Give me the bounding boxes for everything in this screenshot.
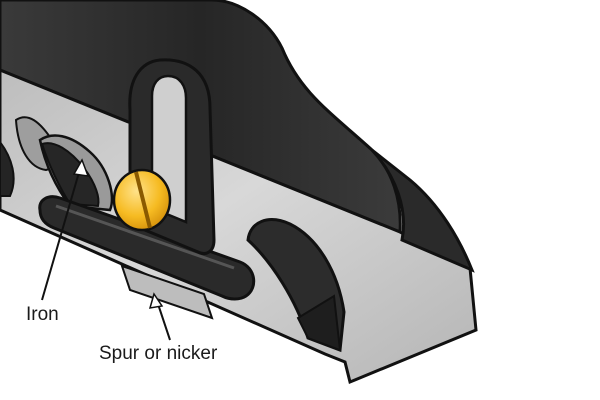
iron-arrow-head (72, 158, 90, 177)
right-opening-inner (296, 294, 342, 352)
left-opening-1 (0, 140, 15, 197)
spur-bar-highlight (55, 204, 235, 270)
plane-front-block (370, 148, 475, 273)
iron-blade (40, 142, 100, 208)
iron-label: Iron (26, 304, 59, 325)
screw-slot (134, 171, 152, 229)
spur-arrow-head (148, 292, 164, 309)
spur-label: Spur or nicker (99, 343, 218, 364)
spur-bar (38, 195, 256, 301)
spur-lip (120, 264, 214, 320)
iron-arrow-line (41, 161, 83, 301)
